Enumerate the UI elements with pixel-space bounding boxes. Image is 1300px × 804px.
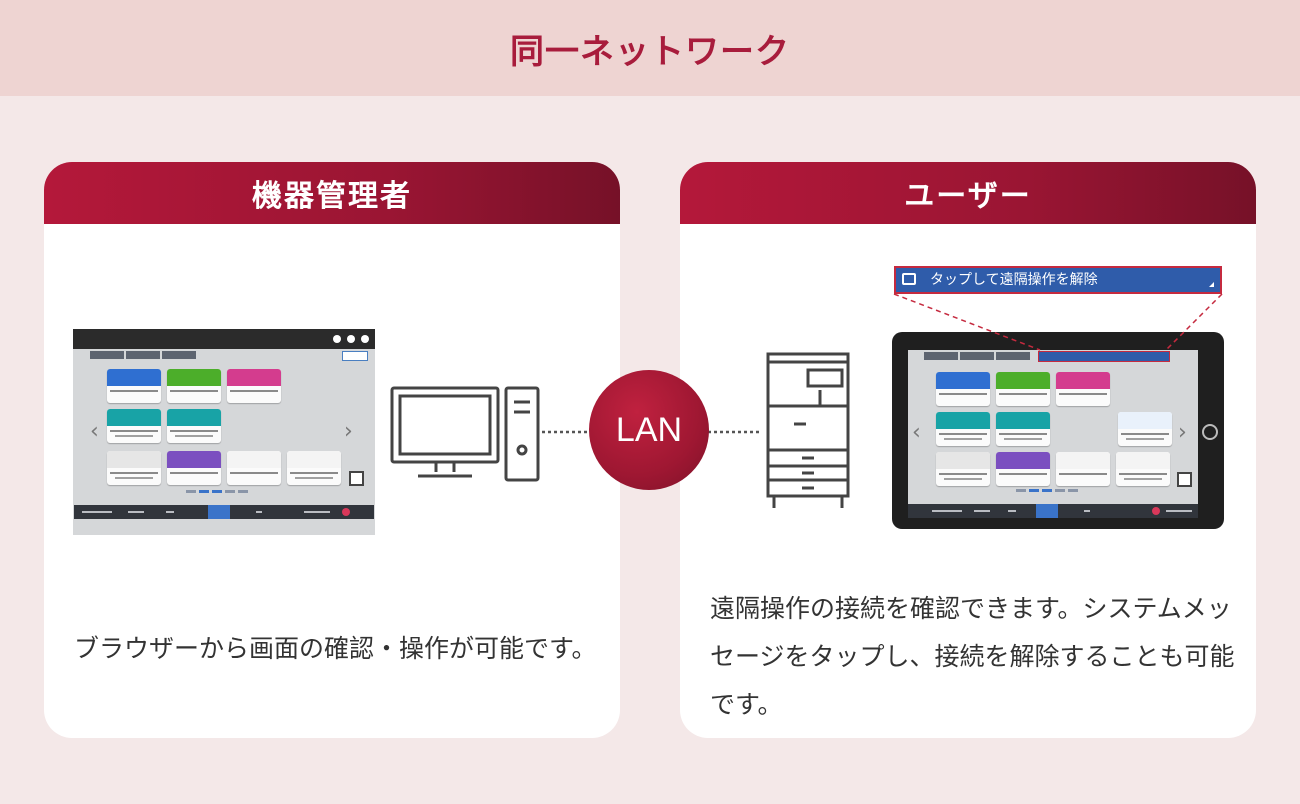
remote-release-message[interactable]: タップして遠隔操作を解除 xyxy=(894,266,1222,294)
user-card-title: ユーザー xyxy=(680,162,1256,224)
user-card: ユーザー xyxy=(680,162,1256,738)
ui-tile xyxy=(936,452,990,486)
operation-panel: ‹ › xyxy=(892,332,1224,529)
ui-stop-icon xyxy=(342,508,350,516)
ui-search-icon xyxy=(342,351,368,361)
ui-bottom-bar xyxy=(74,505,374,519)
window-control-dot-icon xyxy=(333,335,341,343)
ui-tile xyxy=(1118,412,1172,446)
ui-tabs xyxy=(924,352,1030,361)
ui-tile xyxy=(107,409,161,443)
admin-card-title: 機器管理者 xyxy=(44,162,620,224)
window-control-dot-icon xyxy=(347,335,355,343)
admin-card: 機器管理者 ‹ › xyxy=(44,162,620,738)
panel-power-button-icon xyxy=(1202,424,1218,440)
ui-home-icon xyxy=(1036,504,1058,518)
user-card-description: 遠隔操作の接続を確認できます。システムメッセージをタップし、接続を解除することも… xyxy=(710,594,1235,719)
header-band: 同一ネットワーク xyxy=(0,0,1300,96)
ui-tile xyxy=(107,451,161,485)
ui-tile xyxy=(1056,452,1110,486)
ui-square-icon xyxy=(1177,472,1192,487)
ui-tile xyxy=(227,369,281,403)
ui-tile xyxy=(996,452,1050,486)
ui-tile xyxy=(936,372,990,406)
panel-home-screen: ‹ › xyxy=(908,350,1198,518)
window-control-dot-icon xyxy=(361,335,369,343)
ui-tile xyxy=(227,451,281,485)
ui-prev-arrow-icon: ‹ xyxy=(912,420,921,445)
ui-tile xyxy=(107,369,161,403)
ui-next-arrow-icon: › xyxy=(1178,420,1187,445)
printer-icon xyxy=(766,352,850,508)
ui-next-arrow-icon: › xyxy=(344,419,353,444)
browser-titlebar xyxy=(73,329,375,349)
ui-page-dots xyxy=(1016,489,1078,492)
ui-home-icon xyxy=(208,505,230,519)
ui-bottom-bar xyxy=(908,504,1198,518)
printer-home-screen: ‹ › xyxy=(74,349,374,519)
ui-tile xyxy=(287,451,341,485)
lan-badge: LAN xyxy=(589,370,709,490)
ui-tile xyxy=(1056,372,1110,406)
callout-leader-lines xyxy=(893,293,1223,351)
remote-operation-icon xyxy=(902,273,916,285)
ui-tile xyxy=(167,409,221,443)
ui-square-icon xyxy=(349,471,364,486)
page-title: 同一ネットワーク xyxy=(510,31,790,72)
browser-window: ‹ › xyxy=(73,329,375,535)
ui-tile xyxy=(936,412,990,446)
ui-tile xyxy=(996,412,1050,446)
ui-tile xyxy=(167,451,221,485)
ui-tabs xyxy=(90,351,196,360)
ui-prev-arrow-icon: ‹ xyxy=(90,419,99,444)
ui-tile xyxy=(167,369,221,403)
admin-card-description: ブラウザーから画面の確認・操作が可能です。 xyxy=(74,634,597,663)
ui-stop-icon xyxy=(1152,507,1160,515)
ui-page-dots xyxy=(186,490,248,493)
corner-triangle-icon xyxy=(1209,282,1214,287)
desktop-pc-icon xyxy=(390,386,540,482)
remote-release-text: タップして遠隔操作を解除 xyxy=(930,272,1098,288)
ui-tile xyxy=(996,372,1050,406)
ui-tile xyxy=(1116,452,1170,486)
mini-message-bar xyxy=(1038,351,1170,362)
